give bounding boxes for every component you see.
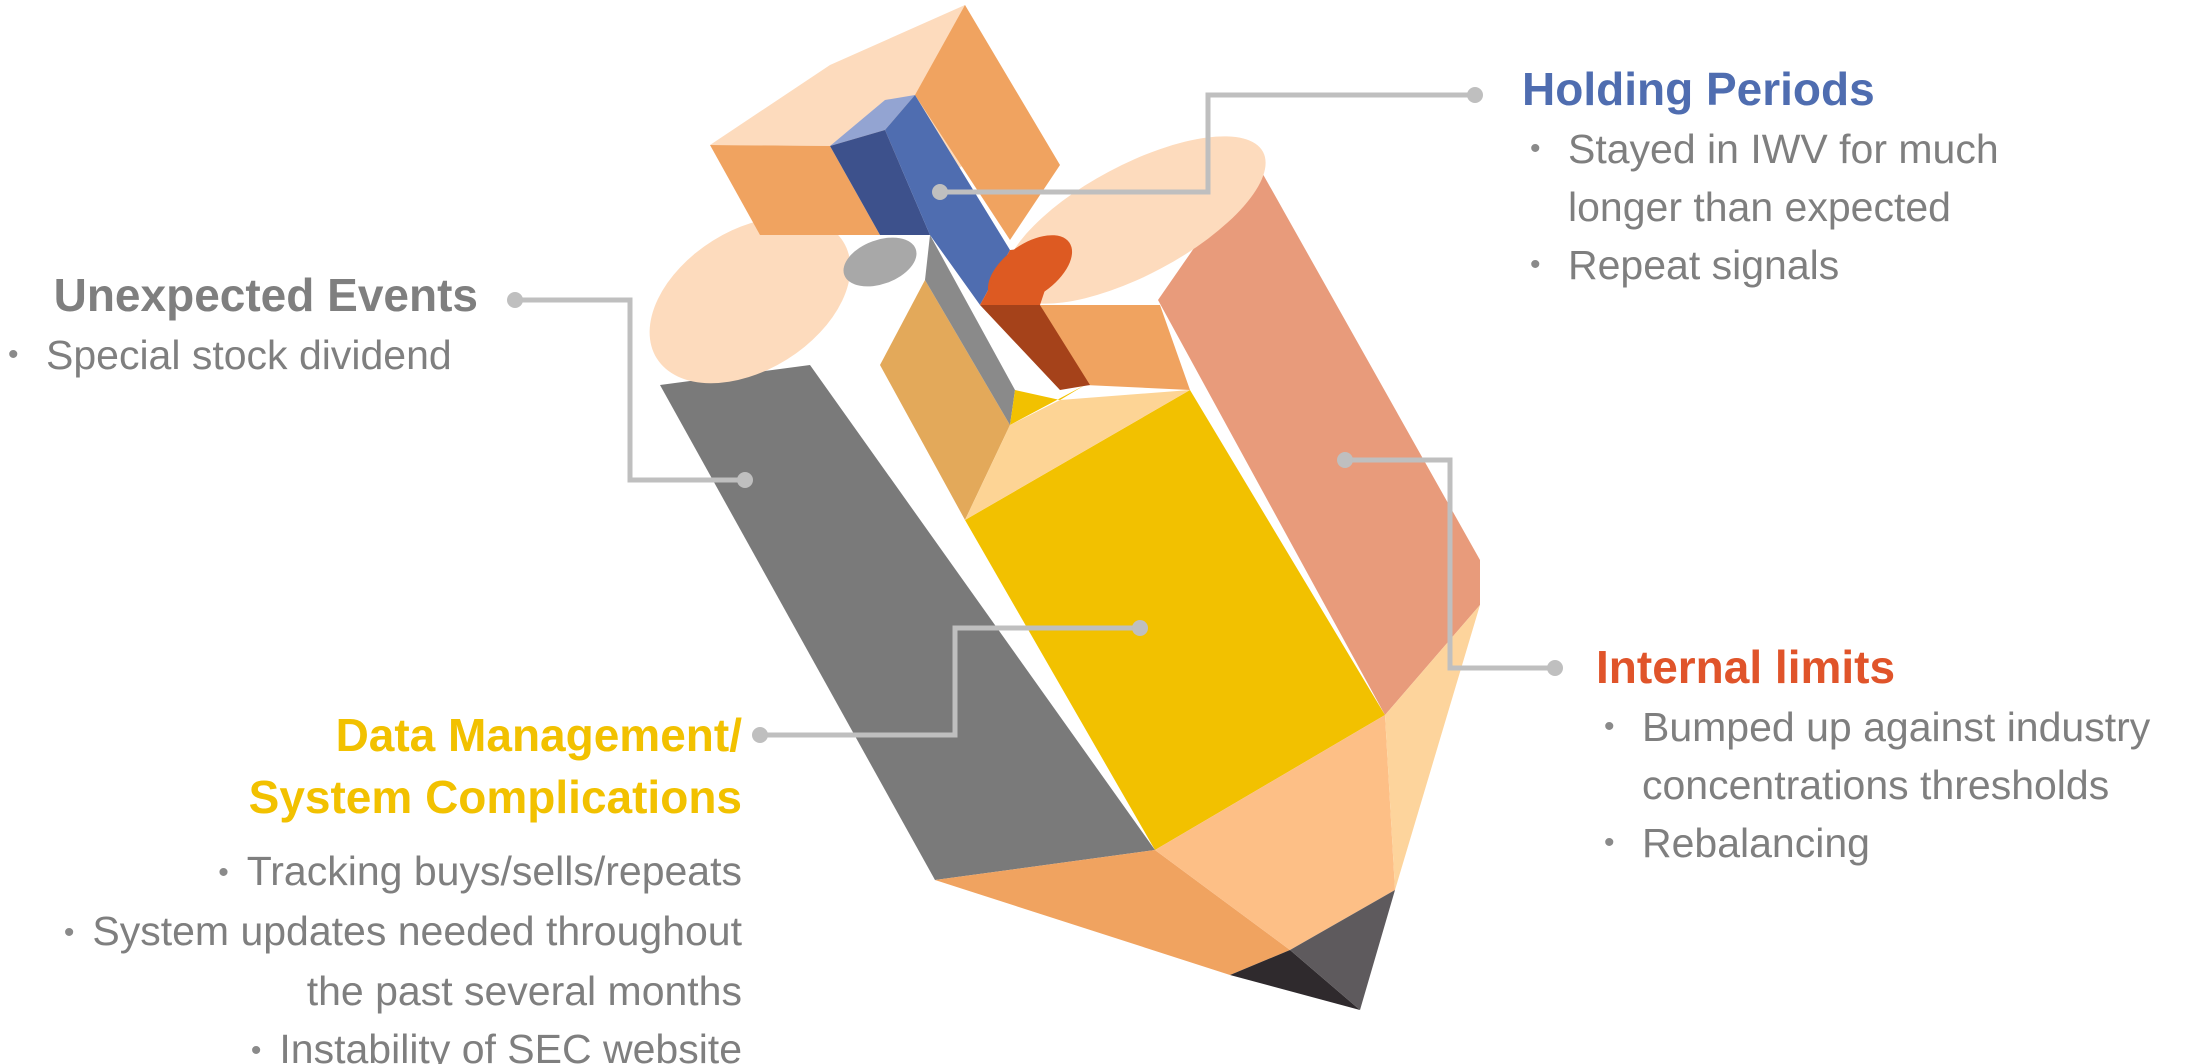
internal-limits-bullet-2: Rebalancing bbox=[1596, 814, 2186, 872]
internal-limits-block: Internal limits Bumped up against indust… bbox=[1596, 636, 2186, 872]
top-box-front bbox=[710, 145, 880, 235]
tip-cream-edge bbox=[1385, 605, 1480, 890]
data-management-heading-line1: Data Management/ bbox=[335, 709, 742, 761]
unexpected-events-block: Unexpected Events Special stock dividend bbox=[0, 264, 490, 384]
yellow-notch-inner bbox=[1010, 385, 1085, 425]
data-management-bullet-2-text: System updates needed throughout the pas… bbox=[92, 908, 742, 1014]
blue-core-dark bbox=[830, 130, 930, 235]
holding-periods-heading: Holding Periods bbox=[1522, 63, 1875, 115]
bullet-dot-icon: • bbox=[218, 856, 229, 889]
amber-notch-left bbox=[880, 280, 1010, 520]
red-orange-core-fill bbox=[980, 245, 1060, 305]
unexpected-events-list: Special stock dividend bbox=[0, 326, 490, 384]
connector-dot-internal-start bbox=[1337, 452, 1353, 468]
data-management-bullet-3: • Instability of SEC website bbox=[0, 1020, 742, 1064]
data-management-list: • Tracking buys/sells/repeats • System upd… bbox=[0, 842, 742, 1064]
internal-limits-bullet-1: Bumped up against industry concentration… bbox=[1596, 698, 2186, 814]
data-management-bullet-2: • System updates needed throughout the pa… bbox=[0, 902, 742, 1020]
connector-internal-limits bbox=[1345, 457, 1555, 671]
unexpected-events-bullet-1: Special stock dividend bbox=[0, 326, 490, 384]
connector-unexpected-events bbox=[515, 297, 745, 483]
tip-orange-face bbox=[935, 850, 1290, 975]
connector-dot-unexpected-start bbox=[507, 292, 523, 308]
holding-periods-block: Holding Periods Stayed in IWV for much l… bbox=[1522, 58, 2082, 294]
data-management-block: Data Management/ System Complications • T… bbox=[0, 704, 742, 1064]
gray-cylinder-cap bbox=[649, 216, 851, 384]
connector-dot-holding-start bbox=[932, 184, 948, 200]
connector-dot-holding-end bbox=[1467, 87, 1483, 103]
blue-core-top bbox=[830, 95, 915, 146]
connector-dot-internal-end bbox=[1547, 660, 1563, 676]
data-management-bullet-1-text: Tracking buys/sells/repeats bbox=[246, 848, 742, 894]
tip-light-face bbox=[1155, 715, 1395, 950]
holding-periods-bullet-2: Repeat signals bbox=[1522, 236, 2082, 294]
internal-limits-heading: Internal limits bbox=[1596, 641, 1896, 693]
connector-holding-periods bbox=[940, 92, 1475, 195]
internal-limits-list: Bumped up against industry concentration… bbox=[1596, 698, 2186, 872]
holding-periods-list: Stayed in IWV for much longer than expec… bbox=[1522, 120, 2082, 294]
unexpected-events-heading: Unexpected Events bbox=[53, 269, 478, 321]
top-box-side bbox=[915, 5, 1060, 240]
connector-dot-data-start bbox=[1132, 620, 1148, 636]
connector-data-management bbox=[760, 625, 1140, 738]
connector-dot-data-end bbox=[752, 727, 768, 743]
tip-lead-left bbox=[1230, 950, 1360, 1010]
gray-notch-wall bbox=[925, 235, 1015, 425]
gray-oval-inset bbox=[843, 237, 917, 287]
salmon-cylinder-face bbox=[1158, 160, 1480, 715]
rust-inner-face bbox=[980, 305, 1090, 390]
cream-notch-floor bbox=[965, 390, 1190, 520]
holding-periods-bullet-1: Stayed in IWV for much longer than expec… bbox=[1522, 120, 2082, 236]
tip-lead-right bbox=[1290, 890, 1395, 1010]
yellow-face bbox=[965, 390, 1385, 850]
connector-dot-unexpected-end bbox=[737, 472, 753, 488]
gray-cylinder-face bbox=[660, 365, 1155, 880]
data-management-bullet-3-text: Instability of SEC website bbox=[279, 1026, 742, 1064]
bullet-dot-icon: • bbox=[250, 1034, 262, 1064]
data-management-heading-line2: System Complications bbox=[248, 771, 742, 823]
blue-core-light bbox=[885, 95, 1010, 305]
bullet-dot-icon: • bbox=[63, 916, 75, 949]
data-management-bullet-1: • Tracking buys/sells/repeats bbox=[0, 842, 742, 902]
